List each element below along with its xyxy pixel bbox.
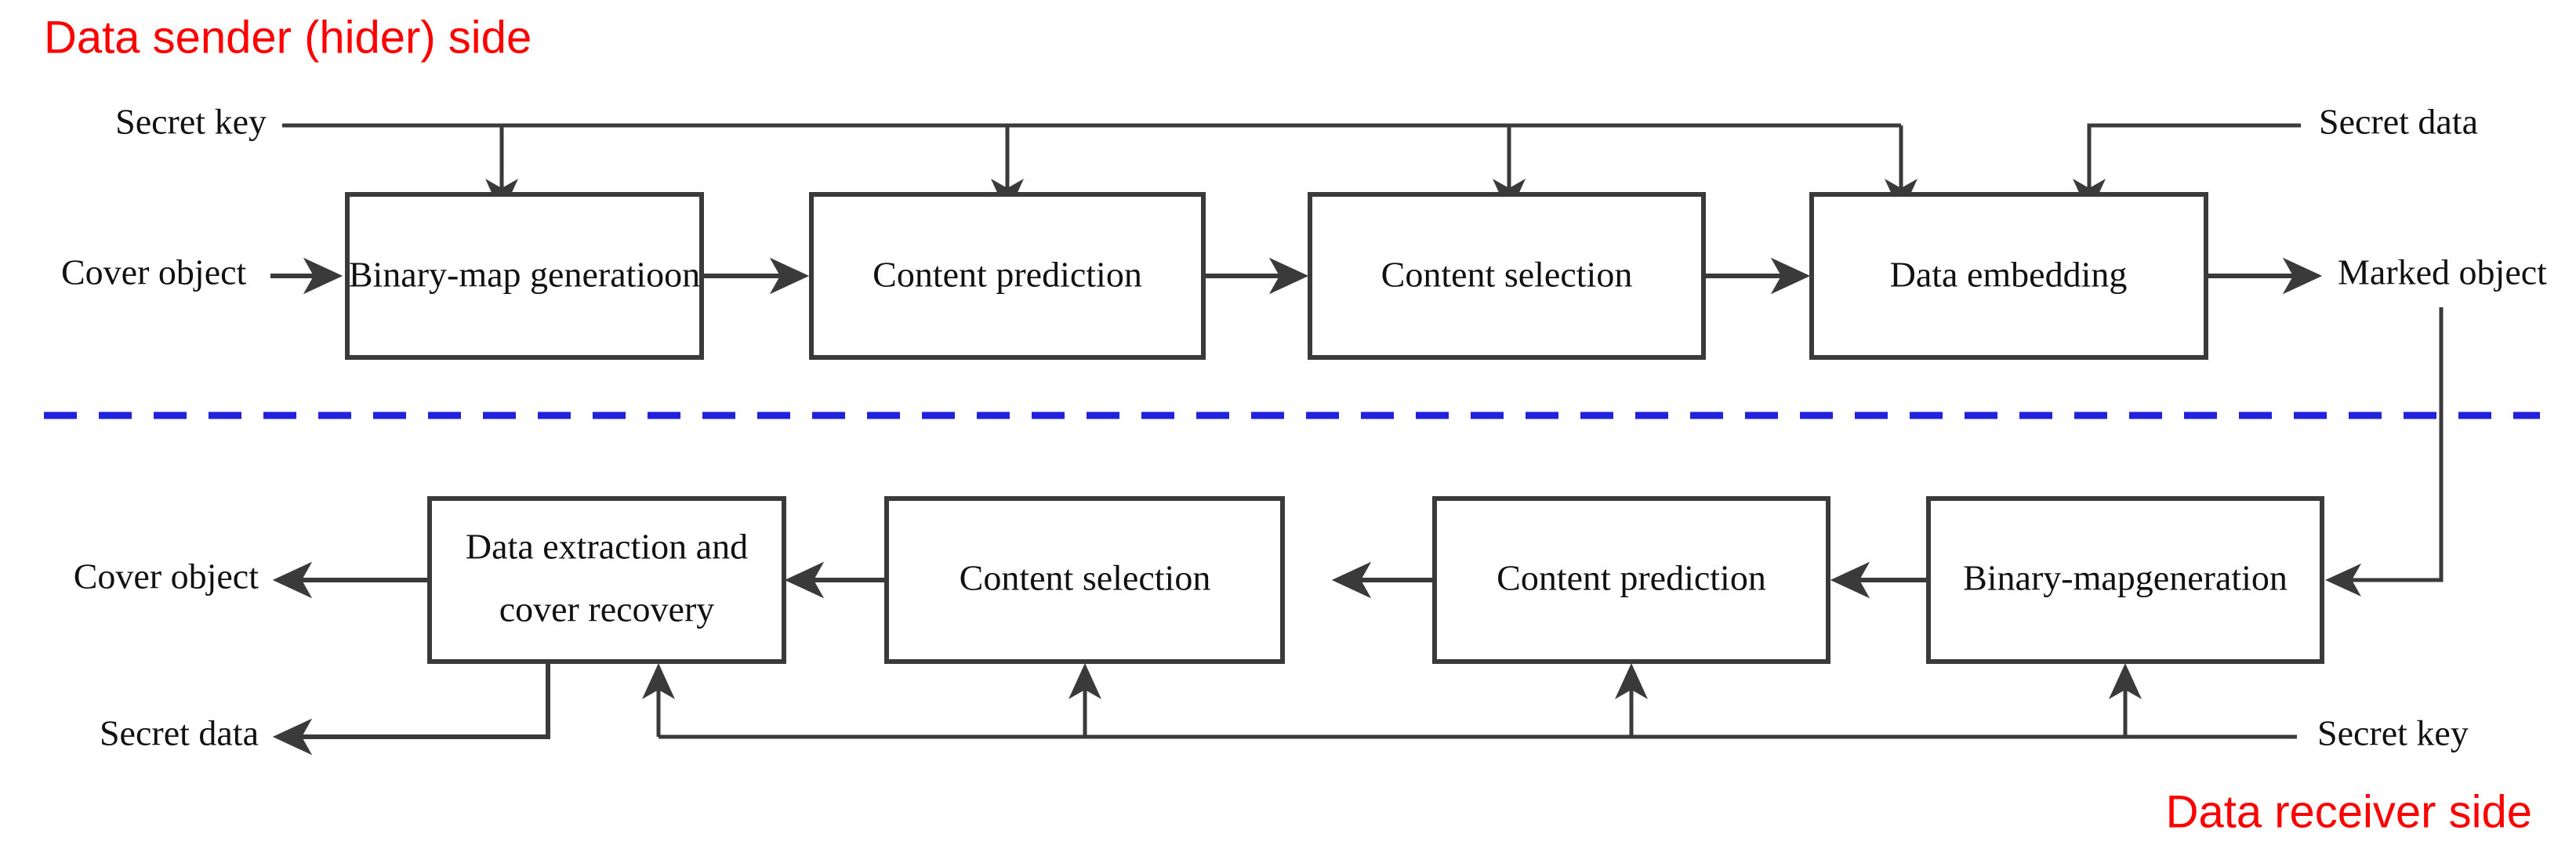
box-content-selection-rx-label: Content selection — [960, 558, 1211, 598]
box-data-extraction-label-line2: cover recovery — [499, 589, 715, 629]
receiver-secret-data-label: Secret data — [100, 713, 259, 753]
box-content-selection[interactable] — [1308, 192, 1706, 360]
box-binary-map-generation-label: Binary-map generatioon — [349, 255, 700, 295]
box-data-extraction-cover-recovery[interactable] — [427, 496, 786, 664]
box-content-prediction-label: Content prediction — [873, 255, 1142, 295]
box-content-selection-rx[interactable] — [884, 496, 1285, 664]
box-data-embedding[interactable] — [1809, 192, 2208, 360]
sender-secret-key-label: Secret key — [115, 102, 267, 142]
box-content-prediction-rx[interactable] — [1432, 496, 1830, 664]
receiver-secret-key-label: Secret key — [2317, 713, 2469, 753]
receiver-side-title: Data receiver side — [2166, 786, 2532, 837]
box-content-prediction-rx-label: Content prediction — [1497, 558, 1766, 598]
box-binary-map-generation-rx[interactable] — [1926, 496, 2324, 664]
sender-secret-data-label: Secret data — [2319, 102, 2478, 142]
box-data-embedding-label: Data embedding — [1890, 255, 2128, 295]
sender-marked-object-label: Marked object — [2338, 252, 2547, 292]
box-binary-map-generation-rx-label: Binary-mapgeneration — [1963, 558, 2288, 598]
marked-object-feed-line — [2325, 307, 2444, 596]
receiver-cover-object-label: Cover object — [74, 557, 259, 596]
sender-cover-object-label: Cover object — [61, 252, 247, 292]
sender-side-group: Data sender (hider) side Secret key Secr… — [44, 12, 2547, 360]
box-data-extraction-label-line1: Data extraction and — [466, 527, 748, 567]
sender-side-title: Data sender (hider) side — [44, 12, 532, 63]
arrow-data-extraction-to-secret-data — [272, 662, 550, 756]
receiver-side-group: Binary-mapgeneration Content prediction … — [74, 307, 2532, 837]
box-content-prediction[interactable] — [809, 192, 1206, 360]
box-content-selection-label: Content selection — [1381, 255, 1633, 295]
box-binary-map-generation[interactable] — [345, 192, 704, 360]
sender-secret-data-line — [2073, 123, 2301, 215]
